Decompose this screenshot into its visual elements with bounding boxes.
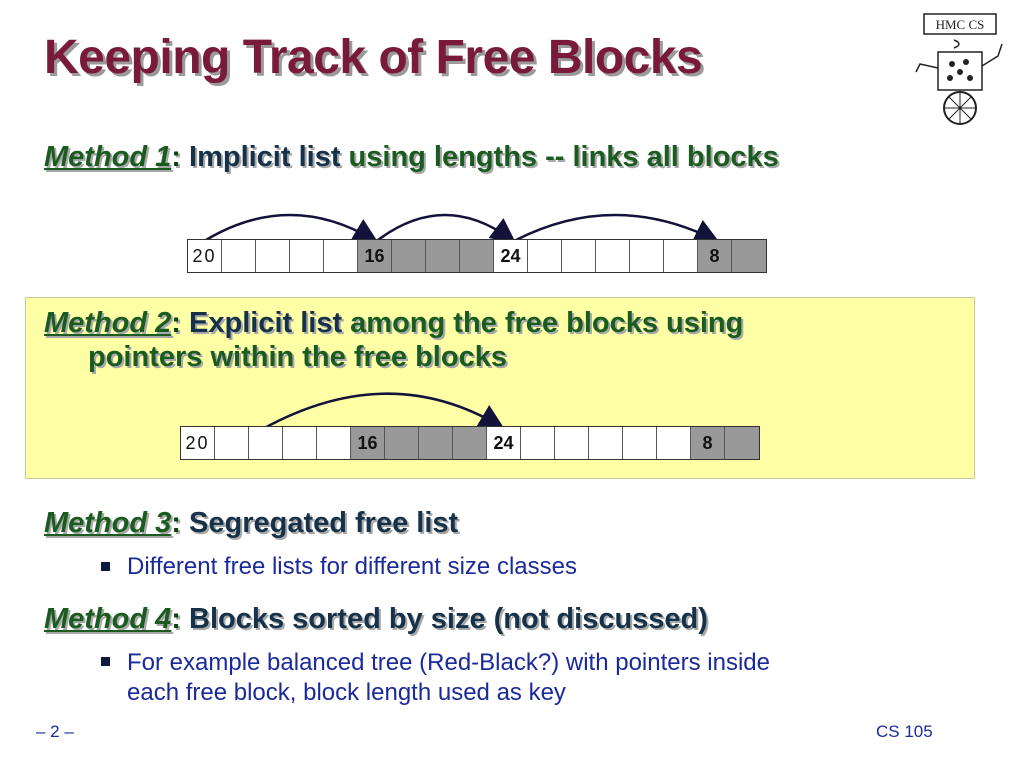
method3-bullet-text: Different free lists for different size …: [127, 553, 577, 580]
method3-colon: :: [171, 507, 181, 539]
method1-colon: :: [171, 141, 181, 173]
method2-name: Method 2: [44, 307, 172, 339]
method1-block-cell: [528, 240, 562, 272]
method2-block-cell: [249, 427, 283, 459]
method2-block-cell: 16: [351, 427, 385, 459]
method1-heading: Method 1: Implicit list using lengths --…: [44, 141, 779, 174]
method1-block-cell: [256, 240, 290, 272]
method4-bullet-line2: each free block, block length used as ke…: [127, 679, 566, 706]
method4-heading: Method 4: Blocks sorted by size (not dis…: [44, 603, 708, 636]
method1-title: Implicit list: [180, 141, 349, 173]
method4-name: Method 4: [44, 603, 172, 635]
method1-block-cell: [732, 240, 766, 272]
method2-block-cell: [657, 427, 691, 459]
method1-block-cell: [290, 240, 324, 272]
method3-title: Segregated free list: [180, 507, 459, 539]
method1-block-cell: 24: [494, 240, 528, 272]
method1-block-cell: [324, 240, 358, 272]
page-number: – 2 –: [36, 722, 74, 741]
method1-block-cell: [596, 240, 630, 272]
slide-title: Keeping Track of Free Blocks: [44, 31, 703, 84]
method2-block-cell: [521, 427, 555, 459]
method2-block-cell: [589, 427, 623, 459]
method1-block-cell: [392, 240, 426, 272]
method2-description-line2: pointers within the free blocks: [88, 341, 507, 373]
method2-colon: :: [171, 307, 181, 339]
method1-block-cell: 8: [698, 240, 732, 272]
method2-block-cell: 24: [487, 427, 521, 459]
method2-description: among the free blocks using: [350, 307, 744, 339]
bullet-square-icon: [101, 657, 110, 666]
bullet-square-icon: [101, 562, 110, 571]
method4-title: Blocks sorted by size (not discussed): [180, 603, 708, 635]
method2-block-cell: 8: [691, 427, 725, 459]
method1-block-cell: 20: [188, 240, 222, 272]
arrow-24-to-8: [515, 213, 720, 243]
method3-heading: Method 3: Segregated free list: [44, 507, 458, 540]
method1-block-cell: [664, 240, 698, 272]
method2-block-cell: [215, 427, 249, 459]
method1-block-cell: [426, 240, 460, 272]
method2-block-cell: [725, 427, 759, 459]
method2-block-cell: [623, 427, 657, 459]
method2-block-cell: 20: [181, 427, 215, 459]
logo-text: HMC CS: [936, 17, 985, 32]
method3-name: Method 3: [44, 507, 172, 539]
method3-bullet: Different free lists for different size …: [101, 553, 577, 581]
method1-name: Method 1: [44, 141, 172, 173]
method2-block-cell: [317, 427, 351, 459]
method1-block-row: 20 16 24 8: [187, 239, 767, 273]
method4-bullet: For example balanced tree (Red-Black?) w…: [101, 648, 770, 708]
method4-colon: :: [171, 603, 181, 635]
method2-block-cell: [453, 427, 487, 459]
method2-block-cell: [283, 427, 317, 459]
method2-heading: Method 2: Explicit list among the free b…: [44, 307, 743, 340]
method2-heading-line2: pointers within the free blocks: [88, 341, 507, 374]
method2-title: Explicit list: [180, 307, 351, 339]
method2-block-cell: [555, 427, 589, 459]
method2-block-cell: [419, 427, 453, 459]
arrow-16-to-24: [377, 213, 517, 243]
hmc-robot-logo-icon: HMC CS: [910, 8, 1010, 130]
method1-block-cell: 16: [358, 240, 392, 272]
method1-description: using lengths -- links all blocks: [348, 141, 779, 173]
method1-block-cell: [222, 240, 256, 272]
method1-block-cell: [562, 240, 596, 272]
method1-block-cell: [630, 240, 664, 272]
arrow-20-to-16: [205, 213, 379, 243]
method2-block-row: 20 16 24 8: [180, 426, 760, 460]
method2-block-cell: [385, 427, 419, 459]
arrow-free-to-24: [243, 392, 505, 442]
method4-bullet-line1: For example balanced tree (Red-Black?) w…: [127, 649, 770, 676]
method1-block-cell: [460, 240, 494, 272]
course-label: CS 105: [876, 722, 933, 741]
